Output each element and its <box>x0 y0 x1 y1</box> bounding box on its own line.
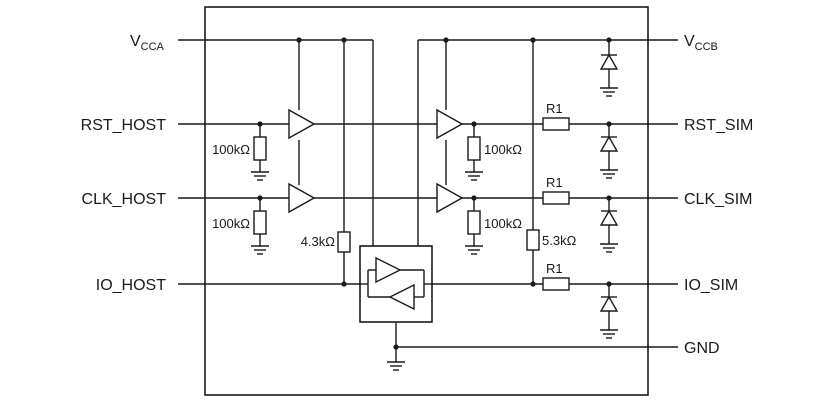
esd-diode-rst <box>599 135 619 179</box>
ground-icon <box>465 171 483 181</box>
ground-icon <box>251 171 269 181</box>
pin-label-io-sim: IO_SIM <box>684 277 738 294</box>
esd-diode-io <box>599 295 619 339</box>
rst-host-buffer <box>288 108 316 140</box>
resistor-label-clk-series: R1 <box>546 175 563 190</box>
esd-diode-clk <box>599 209 619 253</box>
resistor-label-clk-sim: 100kΩ <box>484 216 522 231</box>
resistor-rst-sim-pulldown <box>467 136 481 161</box>
io-bidirectional-buffer <box>359 245 433 323</box>
resistor-rst-host-pulldown <box>253 136 267 161</box>
ground-icon <box>387 361 405 371</box>
resistor-rst-series <box>542 117 570 131</box>
io-net <box>178 281 678 297</box>
resistor-clk-series <box>542 191 570 205</box>
resistor-io-series <box>542 277 570 291</box>
esd-diode-vccb <box>599 53 619 97</box>
resistor-io-sim-pullup <box>526 229 540 251</box>
resistor-label-rst-sim: 100kΩ <box>484 142 522 157</box>
resistor-io-host-pullup <box>337 231 351 253</box>
chip-outline <box>204 6 649 396</box>
vcca-net <box>178 37 374 284</box>
resistor-label-rst-host: 100kΩ <box>212 142 250 157</box>
resistor-clk-sim-pulldown <box>467 210 481 235</box>
pin-label-rst-sim: RST_SIM <box>684 117 753 134</box>
gnd-net <box>393 322 678 362</box>
resistor-label-io-series: R1 <box>546 261 563 276</box>
pin-label-clk-sim: CLK_SIM <box>684 191 752 208</box>
ground-icon <box>251 245 269 255</box>
pin-label-gnd: GND <box>684 340 720 357</box>
vccb-net <box>417 37 678 284</box>
pin-label-clk-host: CLK_HOST <box>82 191 167 208</box>
rst-sim-buffer <box>436 108 464 140</box>
resistor-label-clk-host: 100kΩ <box>212 216 250 231</box>
rst-net <box>178 121 678 172</box>
pin-label-rst-host: RST_HOST <box>81 117 167 134</box>
resistor-clk-host-pulldown <box>253 210 267 235</box>
clk-sim-buffer <box>436 182 464 214</box>
resistor-label-rst-series: R1 <box>546 101 563 116</box>
clk-net <box>178 195 678 246</box>
clk-host-buffer <box>288 182 316 214</box>
pin-label-io-host: IO_HOST <box>96 277 166 294</box>
pin-label-vcca: VCCA <box>130 33 165 53</box>
pin-label-vccb: VCCB <box>684 33 718 53</box>
resistor-label-io-host: 4.3kΩ <box>301 234 336 249</box>
ground-icon <box>465 245 483 255</box>
resistor-label-io-sim: 5.3kΩ <box>542 233 577 248</box>
